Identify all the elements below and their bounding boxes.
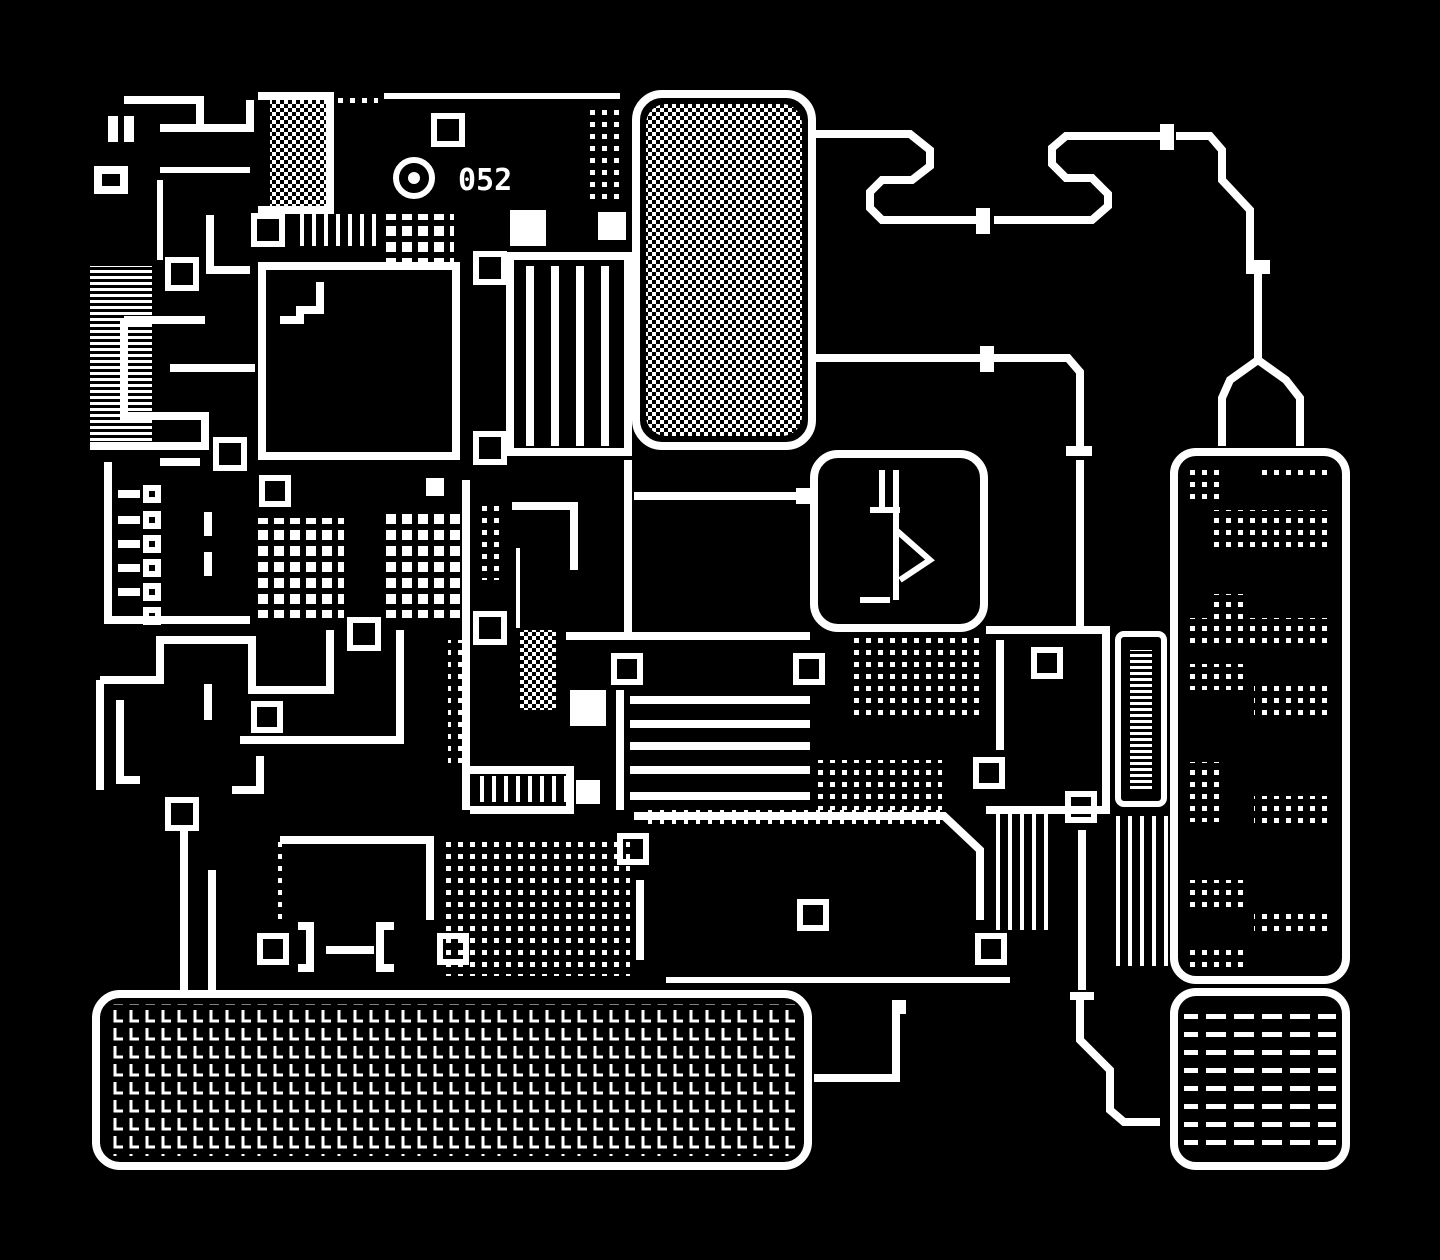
lower-center-board <box>257 836 630 976</box>
center-grid-blocks <box>347 478 578 651</box>
display-window <box>810 450 988 632</box>
center-square-window <box>258 262 460 460</box>
mesh-panel-top <box>632 90 816 450</box>
center-column-separators <box>448 460 632 814</box>
left-mid-connector-column <box>104 458 344 625</box>
right-tall-mesh-column <box>1170 448 1350 984</box>
right-bottom-keypad <box>1170 988 1350 1170</box>
left-lower-circuit <box>96 630 404 990</box>
top-center-processor: 052 <box>251 92 626 285</box>
bottom-left-keyboard <box>92 990 906 1170</box>
chip-label-text: 052 <box>458 163 512 198</box>
center-bus-area <box>566 632 1010 983</box>
serpentine-traces <box>634 124 1304 628</box>
right-connector-area <box>973 626 1168 1126</box>
top-left-logic-area <box>90 92 334 471</box>
vertical-bars-block <box>473 252 632 465</box>
